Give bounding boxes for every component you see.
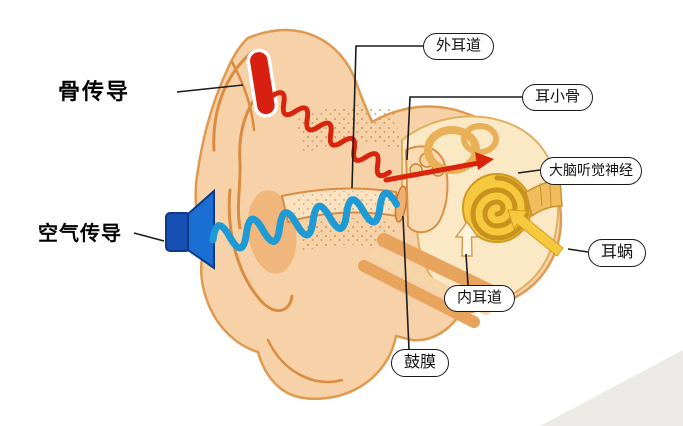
- bone-conduction-wave: [269, 90, 392, 179]
- ossicles-leader-line: [406, 96, 522, 161]
- cochlea-leader-line: [567, 248, 589, 253]
- auditory-signal-arrow: [383, 152, 494, 183]
- external-canal-label: 外耳道: [423, 33, 495, 60]
- leader-lines: [133, 45, 589, 350]
- air-conduction-leader-line: [133, 232, 165, 242]
- cochlea-arrow-icon: [507, 209, 564, 257]
- cochlea-label: 耳蜗: [588, 239, 647, 267]
- background-corner-shade: [540, 350, 683, 426]
- air-conduction-label: 空气传导: [38, 223, 122, 245]
- internal-canal-label: 内耳道: [444, 285, 516, 312]
- bone-conduction-device-icon: [246, 48, 279, 118]
- ossicles-label: 耳小骨: [522, 84, 594, 111]
- eardrum-leader-line: [402, 215, 410, 350]
- outer-ear-folds: [212, 50, 344, 384]
- nerve-leader-line: [517, 169, 541, 174]
- bone-speckle-upper: [296, 105, 400, 154]
- internal-canal-leader-line: [465, 253, 469, 286]
- eardrum-label: 鼓膜: [391, 349, 450, 377]
- speaker-icon: [165, 188, 215, 270]
- brain-auditory-nerve-label: 大脑听觉神经: [540, 157, 642, 185]
- auditory-nerve-shape: [525, 179, 563, 218]
- external-canal-leader-line: [351, 45, 423, 189]
- internal-canal-arrow-icon: [454, 220, 480, 257]
- bone-conduction-label: 骨传导: [58, 79, 131, 104]
- bone-conduction-leader-line: [176, 84, 244, 93]
- bone-speckle-lower: [298, 218, 396, 252]
- air-conduction-wave: [209, 189, 401, 252]
